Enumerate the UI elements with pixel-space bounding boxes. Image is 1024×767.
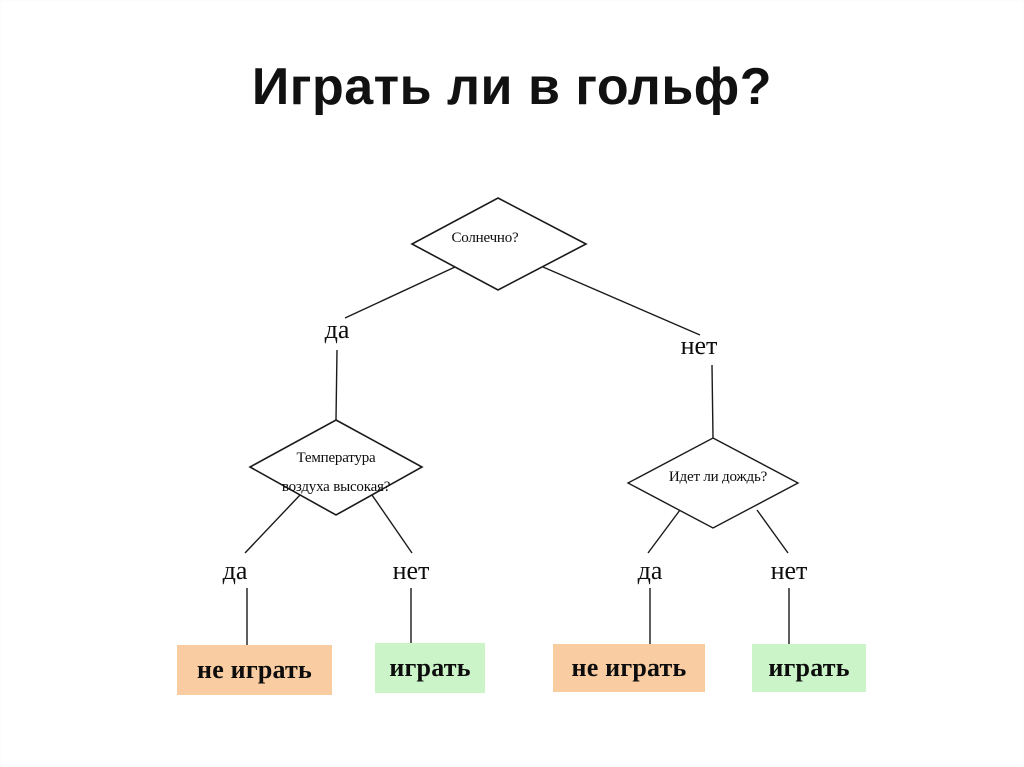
edge-root-to-right bbox=[542, 266, 701, 336]
leaf-node-temperature-yes: не играть bbox=[177, 645, 332, 695]
edge-label-rain-no: нет bbox=[770, 556, 808, 585]
edge-right-label-to-child bbox=[711, 364, 714, 439]
edge-temperature-to-yes bbox=[244, 494, 301, 554]
edge-label-rain-yes: да bbox=[637, 556, 663, 585]
edge-rain-to-no bbox=[756, 509, 789, 554]
edge-label-temperature-yes: да bbox=[222, 556, 248, 585]
edge-temperature-to-no bbox=[371, 494, 413, 554]
leaf-node-rain-yes: не играть bbox=[553, 644, 705, 692]
edge-label-root-yes: да bbox=[324, 315, 350, 344]
decision-node-rain-shape bbox=[626, 437, 800, 529]
leaf-node-temperature-no: играть bbox=[375, 643, 485, 693]
page-title: Играть ли в гольф? bbox=[251, 58, 773, 116]
edge-left-label-to-child bbox=[335, 349, 338, 421]
edge-label-root-no: нет bbox=[680, 331, 718, 360]
edge-root-to-left bbox=[344, 266, 456, 319]
edge-label-temperature-no: нет bbox=[392, 556, 430, 585]
edge-rain-to-yes bbox=[647, 509, 681, 554]
leaf-node-rain-no: играть bbox=[752, 644, 866, 692]
decision-node-temperature-shape bbox=[248, 419, 424, 516]
decision-node-sunny-shape bbox=[410, 197, 588, 291]
